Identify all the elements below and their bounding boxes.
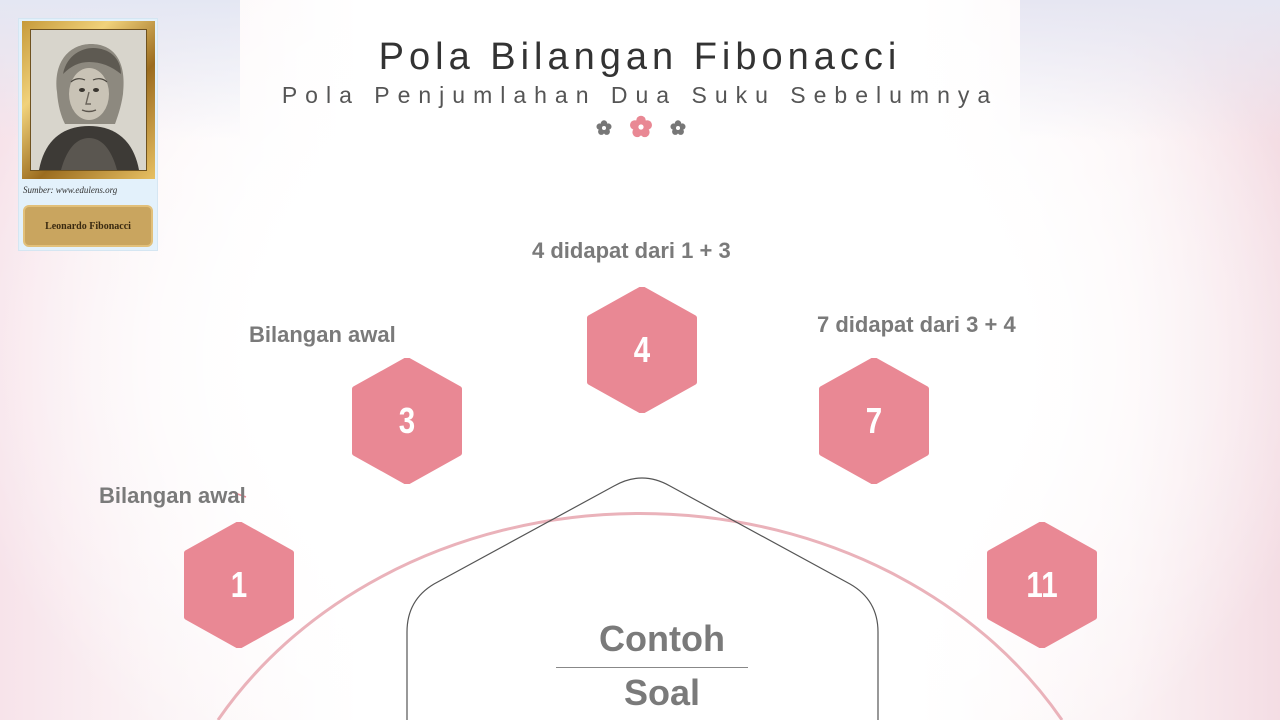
- example-sublabel: Soal: [562, 672, 762, 714]
- sequence-term-5: 11: [986, 522, 1098, 648]
- example-label: Contoh: [562, 618, 762, 660]
- sequence-term-3: 4: [586, 287, 698, 413]
- sequence-term-4: 7: [818, 358, 930, 484]
- example-divider: [556, 667, 748, 668]
- sequence-term-value: 4: [634, 329, 650, 371]
- sequence-term-value: 3: [399, 400, 415, 442]
- sequence-term-value: 11: [1026, 564, 1057, 606]
- caption-first-term: Bilangan awal: [99, 483, 246, 509]
- sequence-term-1: 1: [183, 522, 295, 648]
- caption-second-term: Bilangan awal: [249, 322, 396, 348]
- caption-fourth-term: 7 didapat dari 3 + 4: [817, 312, 1016, 338]
- sequence-term-value: 1: [231, 564, 247, 606]
- sequence-term-2: 3: [351, 358, 463, 484]
- caption-third-term: 4 didapat dari 1 + 3: [532, 238, 731, 264]
- sequence-term-value: 7: [866, 400, 882, 442]
